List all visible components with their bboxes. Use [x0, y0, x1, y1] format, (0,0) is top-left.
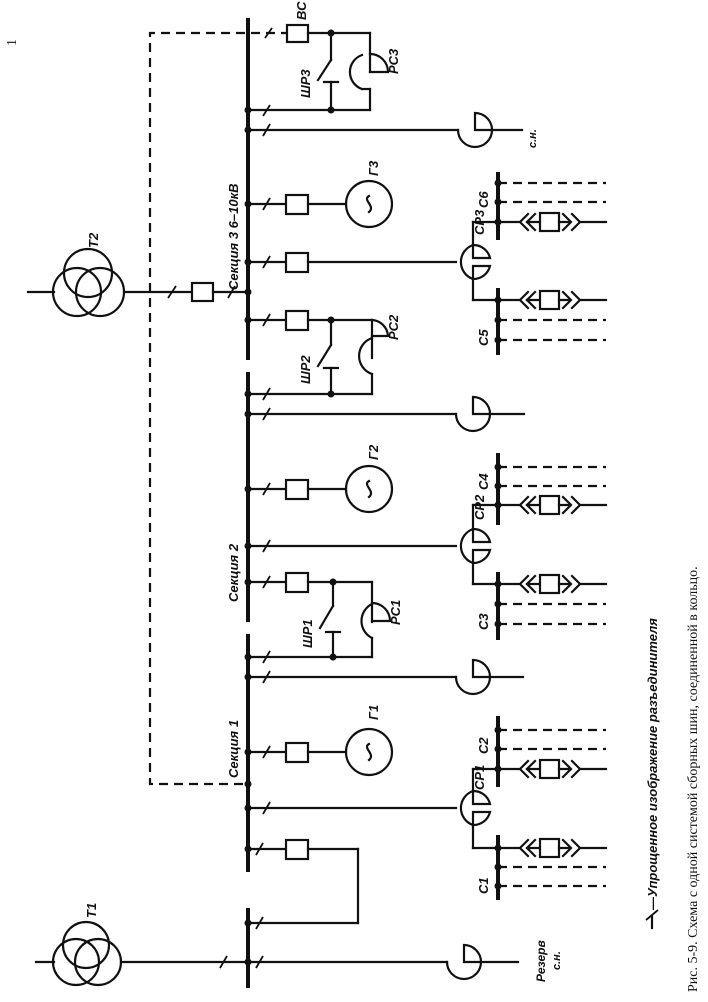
t2-label: Т2 — [86, 232, 101, 248]
aux-label: с.н. — [527, 129, 539, 148]
generator-g2-symbol — [344, 464, 394, 514]
generator-g3-feeder: Г3 — [244, 160, 394, 229]
split-reactor-sr3-feeder: СР3 — [244, 209, 500, 302]
transformer-t1: Т1 — [34, 903, 252, 987]
sr1-label: СР1 — [472, 765, 487, 790]
reserve-link-breaker — [244, 838, 360, 930]
reserve-aux-feeder: Резерв с.н. — [246, 940, 563, 982]
section-reactor-rs2: РС2 ШР2 — [244, 309, 401, 401]
split-reactor-sr1-feeder: СР1 — [244, 765, 500, 850]
shr1-label: ШР1 — [300, 619, 315, 648]
distribution-bus-c5: С5 — [476, 288, 608, 355]
c5-label: С5 — [476, 329, 491, 346]
aux-feeder-section-3: с.н. — [244, 111, 539, 149]
split-reactor-sr2-feeder: СР2 — [244, 494, 500, 586]
g3-label: Г3 — [366, 160, 381, 176]
section-3-label: Секция 3 6–10кВ — [226, 183, 241, 290]
aux-feeder-section-1 — [244, 658, 525, 696]
c3-label: С3 — [476, 613, 491, 630]
aux-feeder-section-2 — [244, 395, 526, 433]
figure-caption: Рис. 5-9. Схема с одной системой сборных… — [686, 566, 701, 992]
t1-label: Т1 — [84, 903, 99, 918]
distribution-bus-c1: С1 — [476, 835, 608, 900]
vs-label: ВС — [294, 1, 309, 20]
section-reactor-rs1: РС1 ШР1 — [244, 571, 403, 664]
c1-label: С1 — [476, 877, 491, 894]
section-1-label: Секция 1 — [226, 720, 241, 778]
distribution-bus-c6: С6 — [476, 172, 608, 240]
ring-connection-dashed — [148, 27, 290, 788]
breaker-vs — [285, 23, 310, 44]
legend-disconnector-note: —Упрощенное изображение разъединителя — [645, 618, 660, 930]
c2-label: С2 — [476, 737, 491, 754]
reserve-label-line1: Резерв — [534, 940, 548, 982]
sr2-label: СР2 — [472, 494, 487, 520]
c4-label: С4 — [476, 473, 491, 490]
generator-g1-symbol — [344, 727, 394, 777]
transformer-t2: Т2 — [26, 232, 252, 318]
legend-note: —Упрощенное изображение разъединителя — [645, 618, 660, 911]
reserve-label-line2: с.н. — [551, 951, 563, 970]
distribution-bus-c3: С3 — [476, 572, 608, 640]
sr3-label: СР3 — [472, 209, 487, 235]
distribution-bus-c2: С2 — [476, 716, 608, 787]
rs1-label: РС1 — [388, 600, 403, 625]
distribution-bus-c4: С4 — [476, 453, 608, 525]
generator-g2-feeder: Г2 — [244, 444, 394, 514]
generator-g1-feeder: Г1 — [244, 705, 394, 777]
g2-label: Г2 — [366, 444, 381, 460]
shr2-label: ШР2 — [298, 355, 313, 384]
c6-label: С6 — [476, 191, 491, 208]
section-2-label: Секция 2 — [226, 543, 241, 602]
disconnector-mark — [264, 27, 273, 39]
sectional-breaker-vs: ВС РС3 ШР3 — [244, 1, 401, 117]
rs3-label: РС3 — [386, 48, 401, 74]
g1-label: Г1 — [366, 705, 381, 720]
page-mark: 1 — [5, 39, 20, 46]
generator-g3-symbol — [344, 179, 394, 229]
shr3-label: ШР3 — [298, 69, 313, 98]
rs2-label: РС2 — [386, 314, 401, 340]
